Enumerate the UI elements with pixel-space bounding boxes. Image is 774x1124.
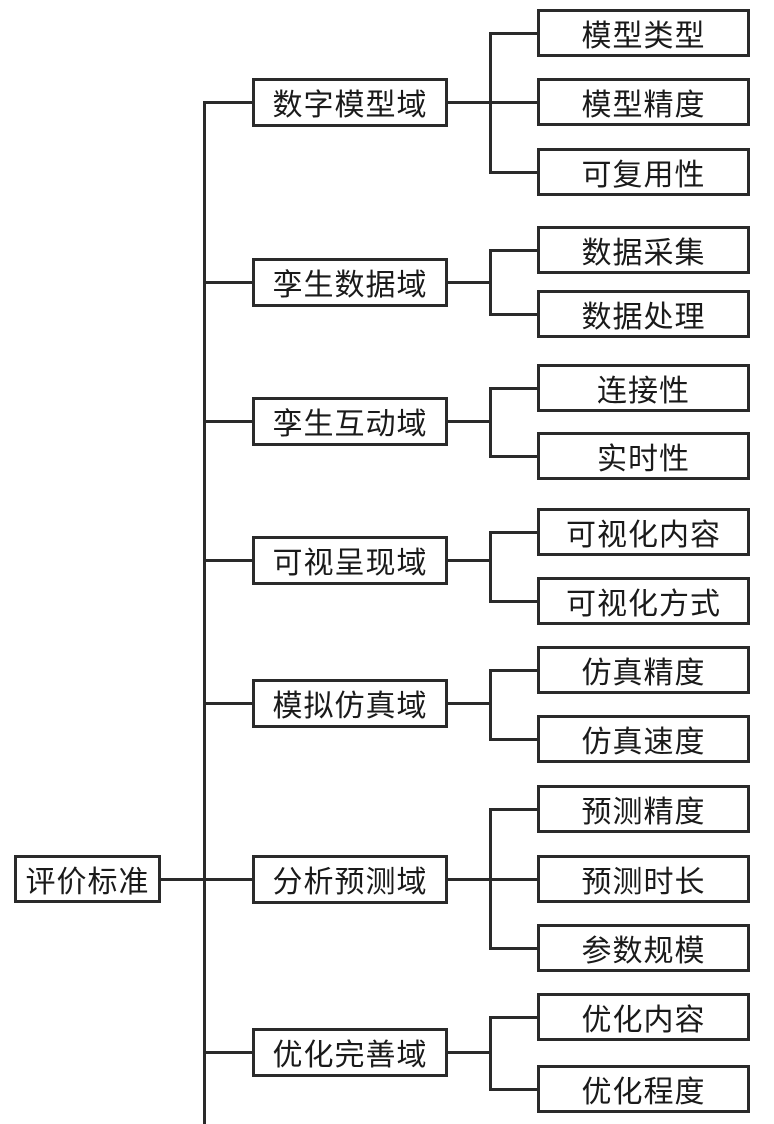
leaf-node: 预测精度	[537, 785, 750, 833]
domain-node: 优化完善域	[252, 1027, 448, 1077]
domain-node: 数字模型域	[252, 77, 448, 127]
domain-node: 分析预测域	[252, 854, 448, 904]
leaf-node: 可视化内容	[537, 508, 750, 556]
leaf-node: 可复用性	[537, 148, 750, 196]
branch-to-leaf-line	[488, 100, 537, 104]
branch-to-leaf-line	[488, 386, 537, 390]
branch-to-leaf-line	[488, 248, 537, 252]
branch-to-leaf-line	[488, 170, 537, 174]
trunk-to-domain-line	[204, 280, 252, 284]
leaf-node: 数据采集	[537, 226, 750, 274]
branch-to-leaf-line	[488, 877, 537, 881]
leaf-node: 参数规模	[537, 924, 750, 972]
root-node: 评价标准	[14, 855, 161, 903]
domain-node: 模拟仿真域	[252, 678, 448, 728]
leaf-node: 优化内容	[537, 993, 750, 1041]
domain-to-branch-line	[448, 877, 492, 881]
trunk-to-domain-line	[204, 877, 252, 881]
domain-to-branch-line	[448, 280, 492, 284]
leaf-node: 优化程度	[537, 1065, 750, 1113]
trunk-to-domain-line	[204, 558, 252, 562]
trunk-to-domain-line	[204, 100, 252, 104]
branch-to-leaf-line	[488, 807, 537, 811]
branch-line	[488, 668, 492, 741]
leaf-node: 可视化方式	[537, 577, 750, 625]
leaf-node: 数据处理	[537, 290, 750, 338]
leaf-node: 模型精度	[537, 78, 750, 126]
domain-to-branch-line	[448, 701, 492, 705]
domain-node: 可视呈现域	[252, 535, 448, 585]
domain-to-branch-line	[448, 419, 492, 423]
branch-to-leaf-line	[488, 1087, 537, 1091]
domain-node: 孪生数据域	[252, 257, 448, 307]
leaf-node: 连接性	[537, 364, 750, 412]
branch-to-leaf-line	[488, 31, 537, 35]
leaf-node: 仿真精度	[537, 646, 750, 694]
branch-to-leaf-line	[488, 1015, 537, 1019]
branch-to-leaf-line	[488, 530, 537, 534]
branch-to-leaf-line	[488, 946, 537, 950]
leaf-node: 预测时长	[537, 855, 750, 903]
trunk-line	[202, 101, 206, 1124]
branch-to-leaf-line	[488, 737, 537, 741]
trunk-to-domain-line	[204, 701, 252, 705]
trunk-to-domain-line	[204, 419, 252, 423]
branch-line	[488, 1015, 492, 1091]
domain-to-branch-line	[448, 100, 492, 104]
leaf-node: 仿真速度	[537, 715, 750, 763]
leaf-node: 实时性	[537, 432, 750, 480]
trunk-to-domain-line	[204, 1050, 252, 1054]
branch-to-leaf-line	[488, 599, 537, 603]
branch-to-leaf-line	[488, 668, 537, 672]
domain-to-branch-line	[448, 1050, 492, 1054]
branch-line	[488, 248, 492, 316]
branch-line	[488, 530, 492, 603]
branch-to-leaf-line	[488, 312, 537, 316]
leaf-node: 模型类型	[537, 9, 750, 57]
branch-line	[488, 386, 492, 458]
branch-to-leaf-line	[488, 454, 537, 458]
domain-node: 孪生互动域	[252, 396, 448, 446]
domain-to-branch-line	[448, 558, 492, 562]
